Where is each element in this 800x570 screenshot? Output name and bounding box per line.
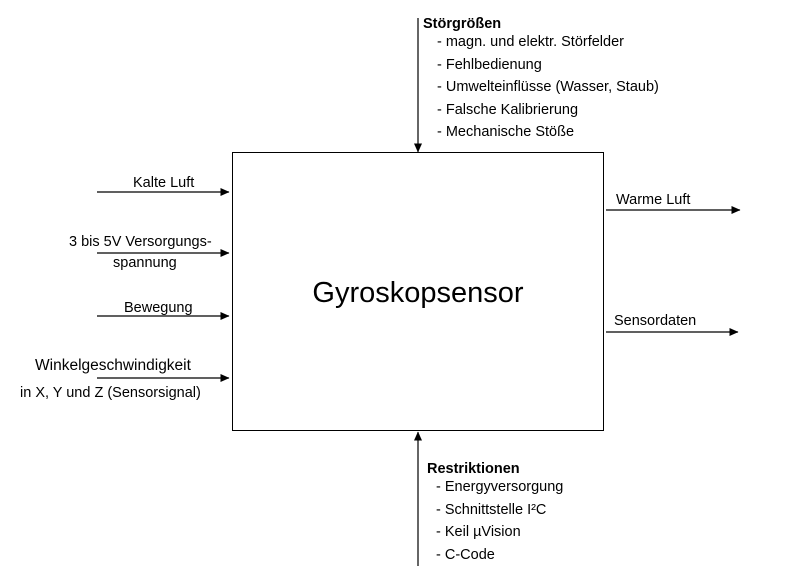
restriktionen-heading: Restriktionen bbox=[427, 461, 520, 477]
warme-luft-label: Warme Luft bbox=[616, 192, 691, 208]
list-item: - Mechanische Stöße bbox=[437, 124, 575, 140]
kalte-luft-label: Kalte Luft bbox=[133, 175, 195, 191]
versorgung-label-line1: 3 bis 5V Versorgungs- bbox=[69, 234, 212, 250]
list-item: - Schnittstelle I²C bbox=[436, 501, 547, 518]
sensordaten-label: Sensordaten bbox=[614, 313, 697, 329]
restriktionen-list: - Energyversorgung - Schnittstelle I²C -… bbox=[436, 476, 563, 566]
list-item: - C-Code bbox=[436, 546, 495, 563]
bewegung-label: Bewegung bbox=[124, 300, 193, 316]
list-item: - Fehlbedienung bbox=[437, 56, 542, 73]
box-title: Gyroskopsensor bbox=[312, 277, 524, 309]
winkel-label-line2: in X, Y und Z (Sensorsignal) bbox=[20, 385, 201, 401]
winkel-label-line1: Winkelgeschwindigkeit bbox=[35, 357, 191, 374]
list-item: - magn. und elektr. Störfelder bbox=[437, 34, 624, 50]
versorgung-label-line2: spannung bbox=[113, 255, 177, 271]
stoergroessen-heading: Störgrößen bbox=[423, 16, 502, 32]
list-item: - Keil µVision bbox=[436, 524, 521, 540]
list-item: - Umwelteinflüsse (Wasser, Staub) bbox=[437, 79, 659, 95]
list-item: - Falsche Kalibrierung bbox=[437, 101, 579, 118]
stoergroessen-list: - magn. und elektr. Störfelder - Fehlbed… bbox=[437, 31, 659, 144]
list-item: - Energyversorgung bbox=[436, 479, 564, 495]
gyroskopsensor-box: Gyroskopsensor bbox=[232, 152, 604, 431]
